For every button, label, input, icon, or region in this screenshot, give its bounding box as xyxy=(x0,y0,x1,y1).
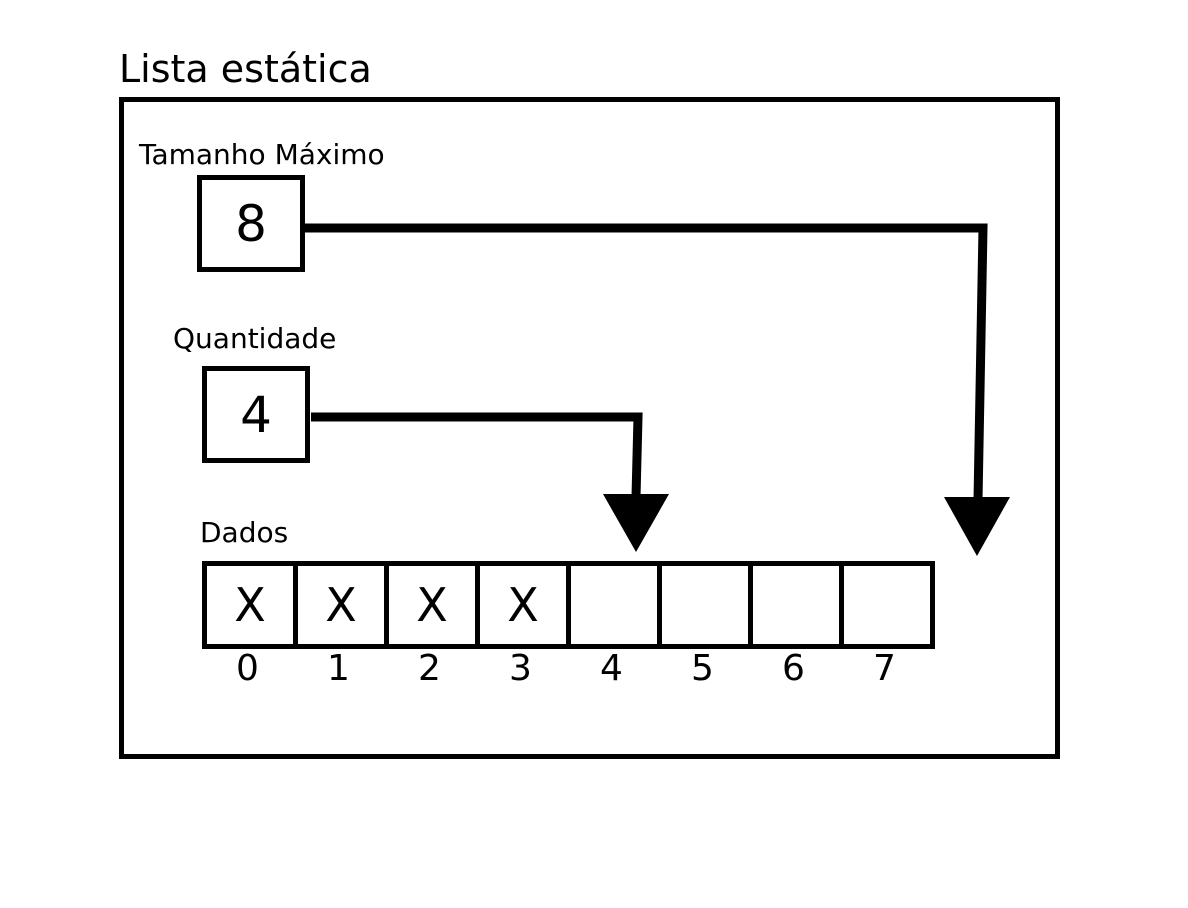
array-cell-6 xyxy=(748,561,844,649)
array-index-4: 4 xyxy=(600,648,623,689)
max-size-box: 8 xyxy=(197,175,305,272)
array-index-3: 3 xyxy=(509,648,532,689)
data-label: Dados xyxy=(200,516,289,549)
array-cell-1: X xyxy=(293,561,389,649)
array-index-7: 7 xyxy=(873,648,896,689)
array-index-2: 2 xyxy=(418,648,441,689)
quantity-box: 4 xyxy=(202,366,310,463)
array-indices: 0 1 2 3 4 5 6 7 xyxy=(202,648,930,690)
array-index-1: 1 xyxy=(327,648,350,689)
array-index-5: 5 xyxy=(691,648,714,689)
list-frame xyxy=(119,97,1060,759)
array-cell-4 xyxy=(566,561,662,649)
diagram-title: Lista estática xyxy=(119,47,372,91)
quantity-label: Quantidade xyxy=(173,322,337,355)
array-cell-5 xyxy=(657,561,753,649)
array-index-6: 6 xyxy=(782,648,805,689)
array-index-0: 0 xyxy=(236,648,259,689)
max-size-label: Tamanho Máximo xyxy=(139,138,385,171)
array-cell-7 xyxy=(839,561,935,649)
array-cell-2: X xyxy=(384,561,480,649)
array-cell-0: X xyxy=(202,561,298,649)
array-cell-3: X xyxy=(475,561,571,649)
data-array: X X X X xyxy=(202,561,935,649)
